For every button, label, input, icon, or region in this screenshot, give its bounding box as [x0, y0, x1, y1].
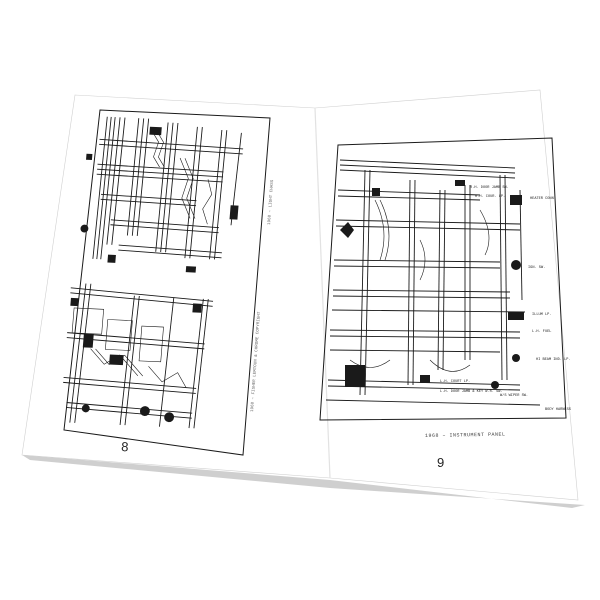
left-page-number: 8 — [121, 439, 129, 454]
label-rh-courtesy: R.H. COUR. LP. — [475, 195, 505, 199]
right-diagram-frame — [319, 137, 567, 421]
left-page: 1968 – FISHER LEMTOUN & CHROME COPYRIGHT… — [63, 109, 275, 456]
booklet-shadow — [22, 455, 585, 508]
left-page-side-caption: 1968 – FISHER LEMTOUN & CHROME COPYRIGHT — [251, 311, 262, 412]
left-upper-wiring — [80, 116, 244, 273]
right-page-number: 9 — [437, 455, 444, 470]
label-lh-courtesy: L.H. COURT LP. — [440, 380, 470, 384]
right-page-caption: 1968 – INSTRUMENT PANEL — [425, 432, 506, 439]
right-wiring — [325, 159, 541, 406]
label-hi-beam-ind: HI BEAM IND. LP. — [536, 358, 571, 362]
label-heater-conn: HEATER CONN. — [530, 197, 556, 201]
right-page: HEATER CONN. R.H. COUR. LP. R.H. DOOR JA… — [319, 137, 571, 470]
label-lh-door-jamb: L.H. DOOR JAMB & KEY W.R. SW. — [440, 390, 503, 394]
booklet-spine — [314, 107, 331, 479]
label-illum-lp: ILLUM LP. — [532, 313, 551, 317]
booklet-paper — [21, 89, 579, 501]
label-ign-sw: IGN. SW. — [528, 266, 545, 270]
left-lower-wiring — [63, 283, 214, 429]
label-lh-fuel: L.H. FUEL — [532, 330, 551, 334]
label-w-s-wiper: W/S WIPER SW. — [500, 393, 528, 398]
label-body-harness: BODY HARNESS — [545, 408, 571, 412]
left-diagram-frame — [63, 109, 271, 456]
label-rh-door-jamb: R.H. DOOR JAMB SW. — [470, 186, 509, 190]
left-page-top-caption: 1968 – LIGHT CHASS — [268, 179, 275, 225]
